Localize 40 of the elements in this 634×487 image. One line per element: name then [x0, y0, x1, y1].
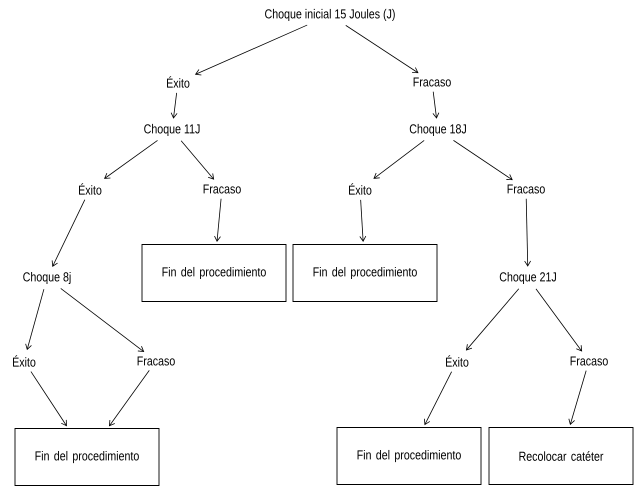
- arrow: [180, 140, 214, 180]
- process-box: Recolocar catéter: [488, 427, 634, 485]
- outcome-label: Fracaso: [414, 77, 451, 87]
- arrow: [60, 288, 144, 352]
- outcome-label: Éxito: [446, 355, 468, 367]
- arrow: [345, 24, 419, 74]
- outcome-label: Choque 18J: [410, 124, 466, 136]
- outcome-label: Éxito: [13, 355, 36, 367]
- outcome-label: Fracaso: [570, 356, 608, 366]
- outcome-label: Fracaso: [508, 184, 545, 194]
- outcome-label: Choque 8j: [23, 272, 71, 284]
- outcome-label: Choque 11J: [144, 124, 200, 136]
- arrow: [453, 140, 513, 180]
- outcome-label: Fracaso: [204, 184, 241, 194]
- process-box: Fin del procedimiento: [292, 244, 438, 302]
- arrow: [359, 200, 366, 242]
- process-box: Fin del procedimiento: [336, 427, 482, 485]
- arrow: [104, 140, 158, 179]
- arrow: [194, 24, 308, 76]
- arrow: [30, 371, 67, 426]
- arrow: [373, 140, 425, 179]
- outcome-label: Choque inicial 15 Joules (J): [265, 8, 395, 22]
- arrow: [466, 288, 520, 351]
- outcome-label: Fracaso: [138, 356, 175, 366]
- arrow: [424, 371, 452, 426]
- arrow: [214, 198, 222, 242]
- outcome-label: Éxito: [349, 183, 372, 195]
- arrow: [536, 288, 582, 352]
- arrow: [25, 288, 44, 350]
- outcome-label: Éxito: [79, 183, 102, 195]
- arrow: [432, 91, 440, 119]
- outcome-label: Éxito: [167, 76, 190, 88]
- arrow: [568, 370, 587, 426]
- arrow: [170, 92, 178, 119]
- outcome-label: Choque 21J: [500, 272, 556, 284]
- arrow: [108, 370, 150, 426]
- process-box: Fin del procedimiento: [142, 244, 286, 302]
- process-box: Fin del procedimiento: [14, 428, 160, 486]
- arrow: [52, 199, 86, 267]
- arrow: [524, 198, 532, 267]
